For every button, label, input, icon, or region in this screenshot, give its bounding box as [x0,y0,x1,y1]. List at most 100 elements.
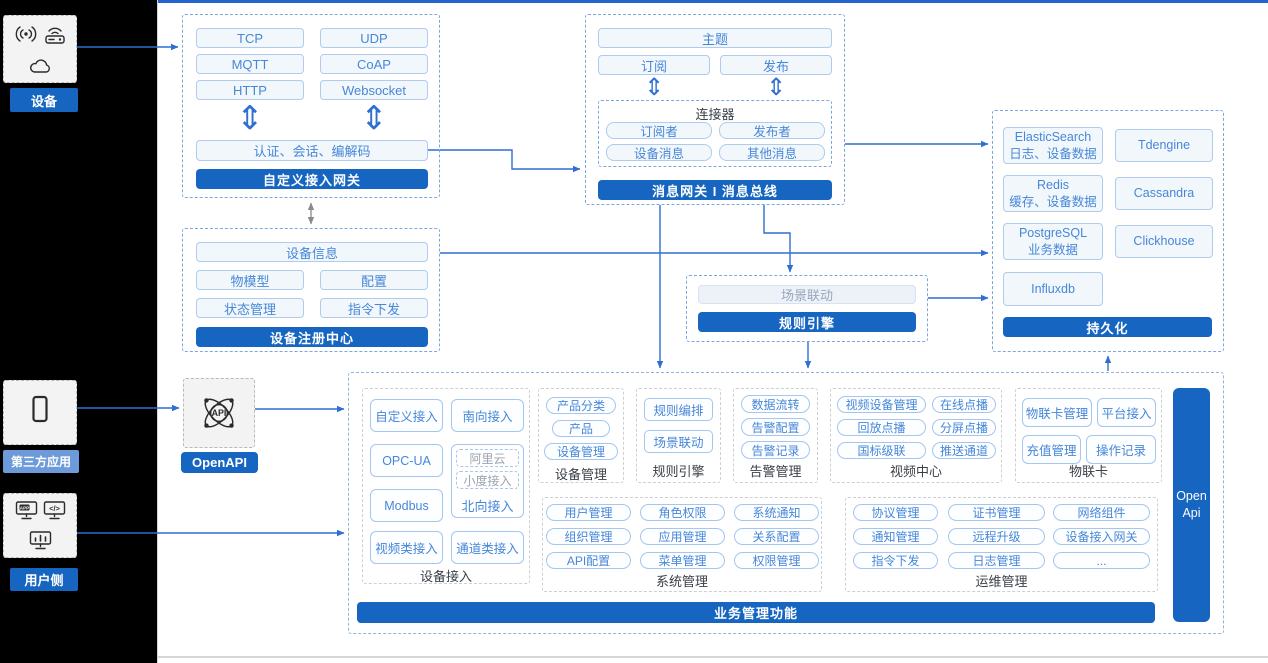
role-perm-node: 角色权限 [640,504,725,521]
elasticsearch-node: ElasticSearch 日志、设备数据 [1003,127,1103,164]
device-source-box [3,15,77,83]
cloud-icon [30,58,50,73]
org-mgmt-node: 组织管理 [546,528,631,545]
custom-gateway-box [182,14,440,198]
subscriber-node: 订阅者 [606,122,712,139]
device-gateway-node: 设备接入网关 [1053,528,1150,545]
modbus-node: Modbus [370,489,443,522]
platform-access-node: 平台接入 [1097,398,1156,427]
auth-session-codec-text: 认证、会话、编解码 [253,144,371,159]
opc-ua-node: OPC-UA [370,444,443,477]
message-bus-bar-text: 消息网关 I 消息总线 [652,183,778,199]
publish-text: 发布 [762,58,789,74]
device-message-text: 设备消息 [633,147,684,161]
split-screen-node: 分屏点播 [932,419,996,436]
business-box [348,372,1224,634]
section-rule-engine [636,388,721,483]
store-name: Influxdb [1031,281,1075,296]
state-mgmt-node: 状态管理 [196,298,304,318]
protocol-http-node: HTTP [196,80,304,100]
live-play-text: 在线点播 [939,398,988,412]
influxdb-node: Influxdb [1003,272,1103,306]
push-channel-node: 推送通道 [932,442,996,459]
device-registry-bar: 设备注册中心 [196,327,428,347]
chart-monitor-icon [29,531,51,550]
command-text: 指令下发 [347,301,400,317]
third-party-label-text: 第三方应用 [10,455,71,469]
user-side-source-box: APP </> [3,493,77,558]
custom-gateway-bar: 自定义接入网关 [196,169,428,189]
top-accent-line [157,0,1268,3]
svg-text:</>: </> [49,504,60,513]
video-device-mgmt-text: 视频设备管理 [845,398,918,412]
system-mgmt-label: 系统管理 [655,574,708,589]
alarm-label: 告警管理 [749,464,802,479]
thing-model-text: 物模型 [230,273,270,289]
phone-icon [32,395,48,422]
notice-mgmt-node: 通知管理 [853,528,938,545]
device-access-label: 设备接入 [419,569,472,584]
perm-mgmt-text: 权限管理 [752,554,801,568]
window-bottom-border [157,656,1268,658]
scene-linkage2-node: 场景联动 [644,430,713,453]
code-monitor-icon: </> [43,501,65,520]
persistence-bar-text: 持久化 [1086,320,1129,336]
rule-engine-bar-text: 规则引擎 [778,315,835,331]
org-mgmt-text: 组织管理 [564,530,613,544]
aliyun-text: 阿里云 [469,451,506,466]
message-hub-box [585,14,845,205]
gb-cascade-node: 国标级联 [837,442,926,459]
alarm-record-text: 告警记录 [751,443,800,458]
product-text: 产品 [568,422,593,436]
cmd-dispatch-text: 指令下发 [871,554,920,568]
device-gateway-text: 设备接入网关 [1065,530,1138,544]
perm-mgmt-node: 权限管理 [734,552,819,569]
remote-upgrade-node: 远程升级 [948,528,1045,545]
remote-upgrade-text: 远程升级 [972,530,1021,544]
menu-mgmt-text: 菜单管理 [658,554,707,568]
persistence-bar: 持久化 [1003,317,1212,337]
connector-title: 连接器 [695,107,735,122]
more-text: ... [1096,553,1107,568]
command-node: 指令下发 [320,298,428,318]
protocol-udp-node: UDP [320,28,428,48]
thing-model-node: 物模型 [196,270,304,290]
custom-access-node: 自定义接入 [370,399,443,432]
publisher-text: 发布者 [753,125,791,139]
protocol-mqtt-node: MQTT [196,54,304,74]
channel-access-node: 通道类接入 [451,531,524,564]
protocol-tcp-node: TCP [196,28,304,48]
device-label: 设备 [10,88,78,112]
protocol-mgmt-text: 协议管理 [871,506,920,520]
store-name: ElasticSearch [1014,130,1092,145]
push-channel-text: 推送通道 [939,444,988,458]
playback-node: 回放点播 [837,419,926,436]
user-side-label: 用户侧 [10,568,78,591]
api-atom-icon: API [204,398,234,428]
opc-ua-text: OPC-UA [382,453,431,468]
state-mgmt-text: 状态管理 [223,301,276,317]
xiaodu-text: 小度接入 [463,473,512,488]
alarm-record-node: 告警记录 [741,441,810,459]
protocol-mgmt-node: 协议管理 [853,504,938,521]
live-play-node: 在线点播 [932,396,996,413]
log-mgmt-node: 日志管理 [948,552,1045,569]
alarm-config-node: 告警配置 [741,418,810,436]
scene-linkage-node: 场景联动 [698,285,916,304]
operation-record-text: 操作记录 [1095,444,1146,458]
app-mgmt-text: 应用管理 [658,530,707,544]
video-access-text: 视频类接入 [375,542,438,556]
section-iot-card [1015,388,1162,483]
cert-mgmt-node: 证书管理 [948,504,1045,521]
store-desc: 日志、设备数据 [1009,146,1097,161]
section-video-center [830,388,1002,483]
store-name: Cassandra [1133,186,1195,201]
app-monitor-icon: APP [15,501,37,520]
system-notice-node: 系统通知 [734,504,819,521]
menu-mgmt-node: 菜单管理 [640,552,725,569]
rule-engine-bar: 规则引擎 [698,312,916,332]
section-device-mgmt [538,388,624,483]
store-name: Tdengine [1137,138,1191,153]
network-comp-node: 网络组件 [1053,504,1150,521]
cert-mgmt-text: 证书管理 [972,506,1021,520]
